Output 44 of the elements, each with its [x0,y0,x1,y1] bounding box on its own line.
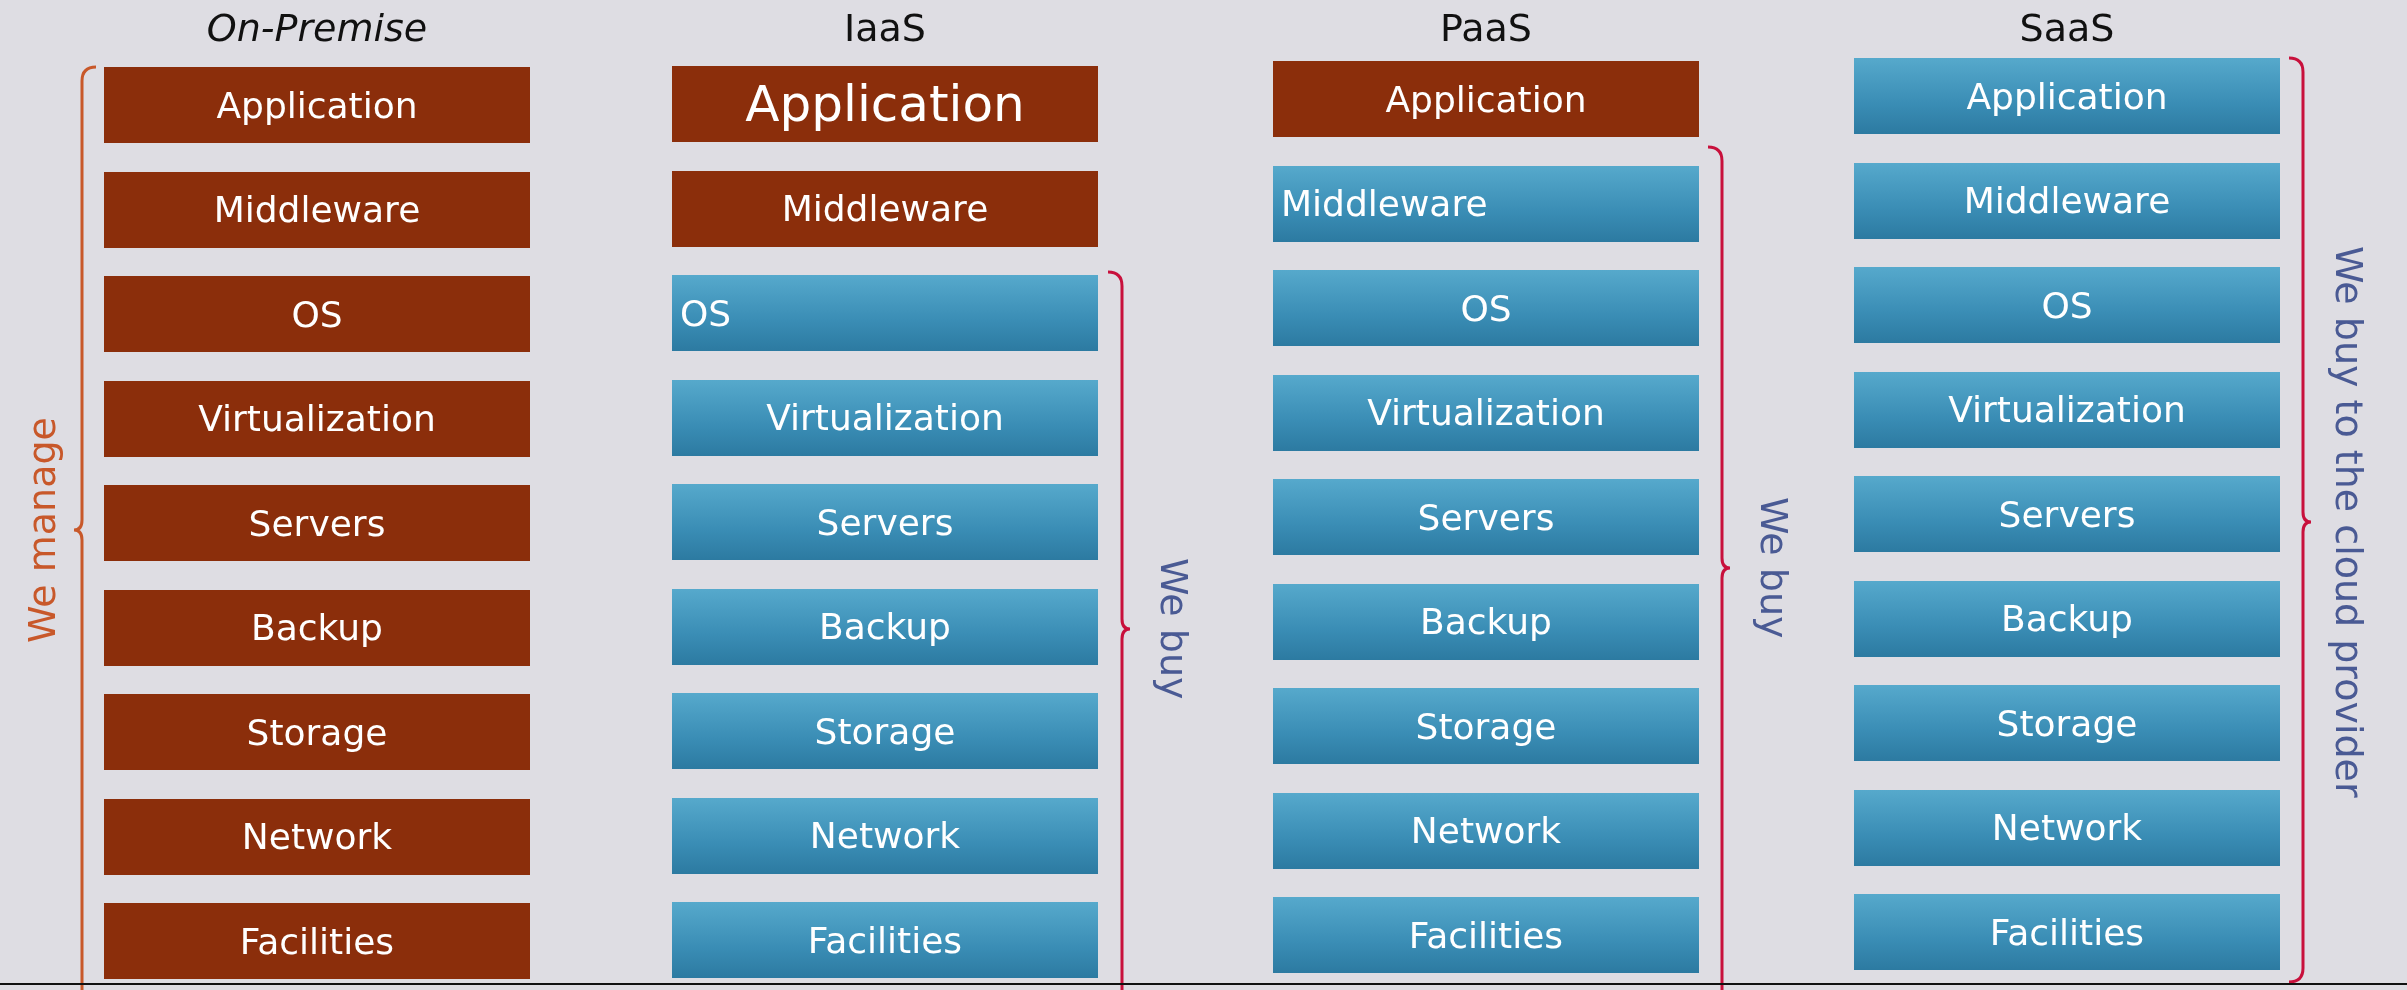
layer-box: Facilities [104,903,530,979]
layer-box: Network [104,798,530,875]
layer-box: Servers [1854,476,2280,552]
layer-box: Application [1273,61,1699,137]
layer-box: Backup [672,588,1098,665]
layer-box: OS [1273,270,1699,346]
layer-box: Virtualization [1854,371,2280,448]
layer-box: OS [104,276,530,352]
layer-box: Storage [1854,685,2280,761]
layer-box: Middleware [1273,165,1699,242]
layer-box: Storage [104,694,530,770]
bracket-label: We buy [1752,497,1796,639]
layer-box: Virtualization [104,380,530,457]
layer-box: Middleware [1854,162,2280,239]
layer-box: Facilities [1273,897,1699,973]
layer-box: Network [1854,789,2280,866]
layer-box: Servers [104,485,530,561]
layer-box: Backup [1854,580,2280,657]
layer-box: Middleware [672,170,1098,247]
layer-box: Backup [104,589,530,666]
layer-box: Facilities [672,902,1098,978]
layer-box: Storage [672,693,1098,769]
bracket-label: We buy [1152,558,1196,700]
layer-box: Application [104,67,530,143]
layer-box: Storage [1273,688,1699,764]
layer-box: Middleware [104,171,530,248]
column-heading: SaaS [2019,6,2115,50]
layer-box: Network [672,797,1098,874]
layer-box: Virtualization [672,379,1098,456]
layer-box: OS [672,275,1098,351]
column-heading: IaaS [844,6,926,50]
layer-box: Application [1854,58,2280,134]
layer-box: Backup [1273,583,1699,660]
column-heading: PaaS [1440,6,1532,50]
column-heading: On-Premise [206,6,428,50]
layer-box: Virtualization [1273,374,1699,451]
layer-box: Servers [1273,479,1699,555]
bracket-label: We manage [20,417,64,643]
layer-box: Application [672,66,1098,142]
bracket-label: We buy to the cloud provider [2327,246,2371,798]
layer-box: Servers [672,484,1098,560]
layer-box: OS [1854,267,2280,343]
layer-box: Network [1273,792,1699,869]
layer-box: Facilities [1854,894,2280,970]
